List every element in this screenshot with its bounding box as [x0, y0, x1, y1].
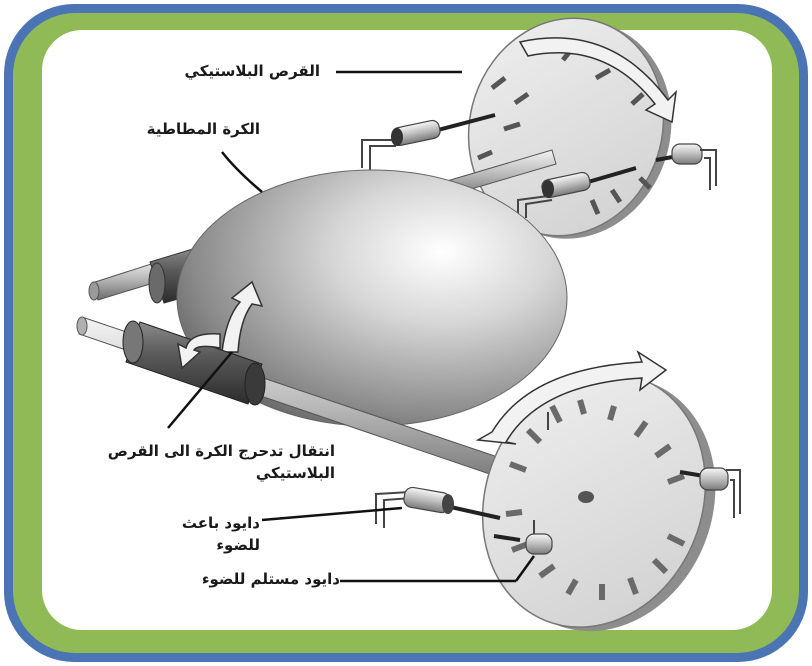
- lower-disc-hub: [578, 491, 594, 503]
- label-rubber-ball: الكرة المطاطية: [120, 118, 260, 140]
- label-plastic-disc: القرص البلاستيكي: [180, 60, 320, 82]
- label-transmission: انتقال تدحرج الكرة الى القرص البلاستيكي: [100, 440, 335, 484]
- label-emitter-diode: دايود باعث للضوء: [140, 512, 260, 556]
- label-receiver-diode: دايود مستلم للضوء: [150, 568, 340, 590]
